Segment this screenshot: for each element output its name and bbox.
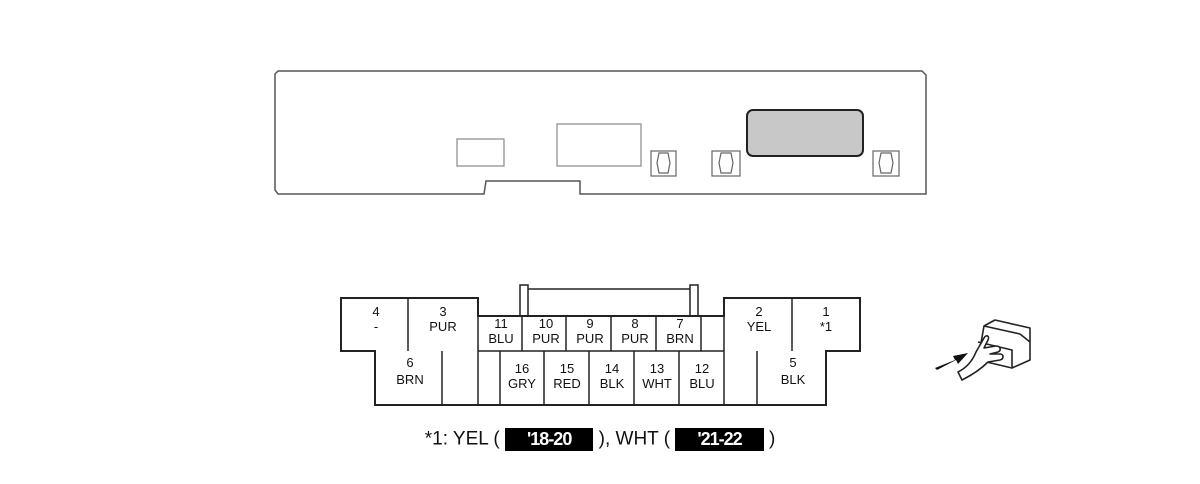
pin-wire-color: PUR (532, 331, 559, 346)
pin-number: 16 (515, 361, 529, 376)
pin-wire-color: YEL (747, 319, 772, 334)
pin-wire-color: WHT (642, 376, 672, 391)
pin-number: 9 (586, 316, 593, 331)
footnote-prefix: *1: YEL ( (424, 428, 500, 450)
mount-screw-icon (650, 150, 677, 177)
pin-wire-color: BLK (600, 376, 625, 391)
year-badge-2018-2020: '18-20 (505, 428, 594, 451)
pin-number: 6 (406, 355, 413, 370)
pin-number: 14 (605, 361, 619, 376)
mount-screw-icon (872, 150, 900, 177)
pin-number: 7 (676, 316, 683, 331)
pin-wire-color: PUR (621, 331, 648, 346)
footnote: *1: YEL ( '18-20 ), WHT ( '21-22 ) (0, 428, 1200, 451)
pin-number: 13 (650, 361, 664, 376)
connector-side-view (274, 70, 927, 195)
display-window (746, 109, 864, 157)
pin-wire-color: PUR (429, 319, 456, 334)
pin-wire-color: GRY (508, 376, 536, 391)
pin-number: 12 (695, 361, 709, 376)
pin-wire-color: BLK (781, 372, 806, 387)
year-badge-2021-2022: '21-22 (675, 428, 764, 451)
center-window (556, 123, 642, 167)
footnote-suffix: ) (768, 428, 776, 450)
connector-face (340, 284, 861, 406)
pin-wire-color: *1 (820, 319, 832, 334)
pin-wire-color: PUR (576, 331, 603, 346)
small-window (456, 138, 505, 167)
connector-latch (519, 284, 529, 316)
hand-insert-arrow-icon (935, 319, 1031, 381)
pin-wire-color: BRN (396, 372, 423, 387)
pin-number: 2 (755, 304, 762, 319)
pin-number: 4 (372, 304, 379, 319)
pin-labels: 4 - 3 PUR 11 BLU 10 PUR 9 PUR 8 PUR 7 BR… (372, 304, 832, 391)
mount-screw-icon (711, 150, 741, 177)
pin-wire-color: BRN (666, 331, 693, 346)
pin-wire-color: BLU (689, 376, 714, 391)
pin-wire-color: - (374, 319, 378, 334)
connector-housing-outline (274, 70, 927, 195)
pin-number: 10 (539, 316, 553, 331)
insert-arrow (935, 353, 968, 370)
pin-wire-color: RED (553, 376, 580, 391)
pin-number: 5 (789, 355, 796, 370)
pin-number: 15 (560, 361, 574, 376)
pin-number: 11 (494, 316, 508, 331)
pin-number: 8 (631, 316, 638, 331)
footnote-middle: ), WHT ( (598, 428, 671, 450)
pin-number: 3 (439, 304, 446, 319)
pin-wire-color: BLU (488, 331, 513, 346)
pin-number: 1 (822, 304, 829, 319)
connector-latch (689, 284, 699, 316)
